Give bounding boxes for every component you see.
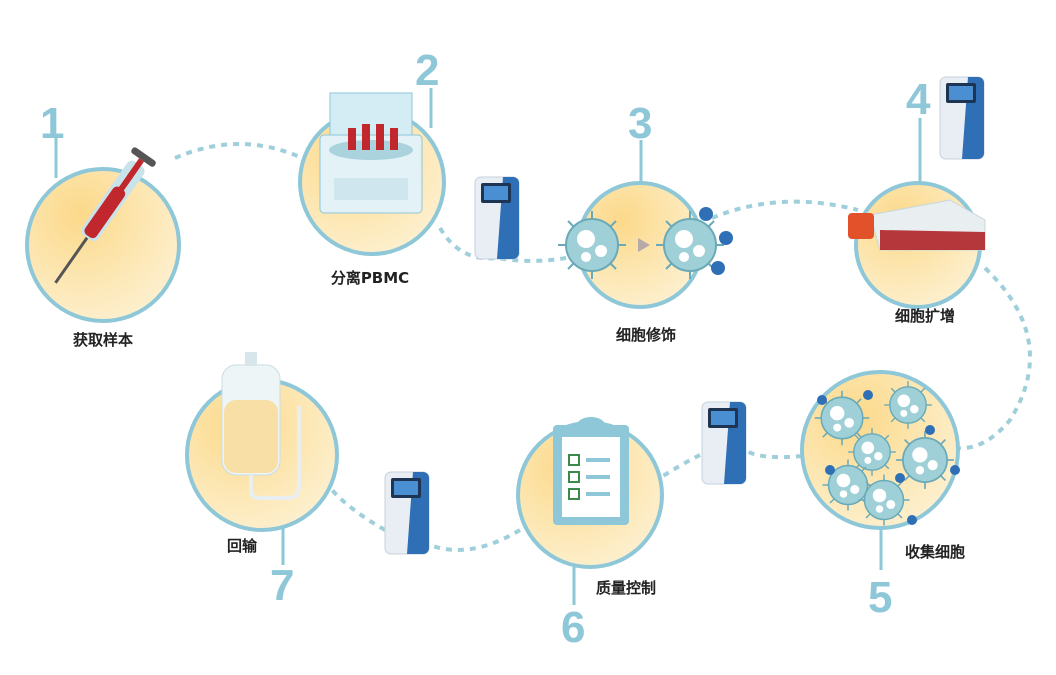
cell-modification-icon: [557, 207, 733, 280]
syringe-icon: [54, 147, 156, 284]
step-4: 4 细胞扩增: [848, 75, 986, 325]
step-number: 3: [628, 99, 652, 148]
step-label: 收集细胞: [905, 543, 965, 561]
iv-bag-icon: [221, 352, 301, 500]
step-2: 2 分离PBMC: [298, 46, 446, 287]
step-5: 5 收集细胞: [800, 370, 965, 622]
cell-cluster-icon: [813, 380, 960, 527]
step-number: 6: [561, 603, 585, 652]
clipboard-checklist-icon: [553, 417, 629, 525]
step-6: 6 质量控制: [516, 417, 664, 652]
step-number: 1: [40, 99, 64, 148]
step-label: 分离PBMC: [331, 269, 409, 287]
culture-flask-icon: [848, 199, 986, 251]
step-number: 5: [868, 573, 892, 622]
step-label: 质量控制: [596, 579, 656, 597]
connector-path: [174, 142, 1032, 552]
cell-counter-device-icon: [701, 401, 747, 485]
cell-counter-device-icon: [474, 176, 520, 260]
step-label: 回输: [227, 537, 258, 555]
step-label: 获取样本: [73, 331, 133, 349]
step-number: 7: [270, 561, 294, 610]
step-7: 7 回输: [185, 352, 339, 610]
centrifuge-icon: [319, 92, 423, 214]
step-label: 细胞修饰: [616, 326, 676, 344]
step-3: 3 细胞修饰: [557, 99, 733, 344]
cell-counter-device-icon: [939, 76, 985, 160]
step-label: 细胞扩增: [895, 307, 955, 325]
step-number: 2: [415, 46, 439, 95]
step-number: 4: [906, 75, 931, 124]
cell-counter-device-icon: [384, 471, 430, 555]
step-1: 1 获取样本: [25, 99, 181, 349]
